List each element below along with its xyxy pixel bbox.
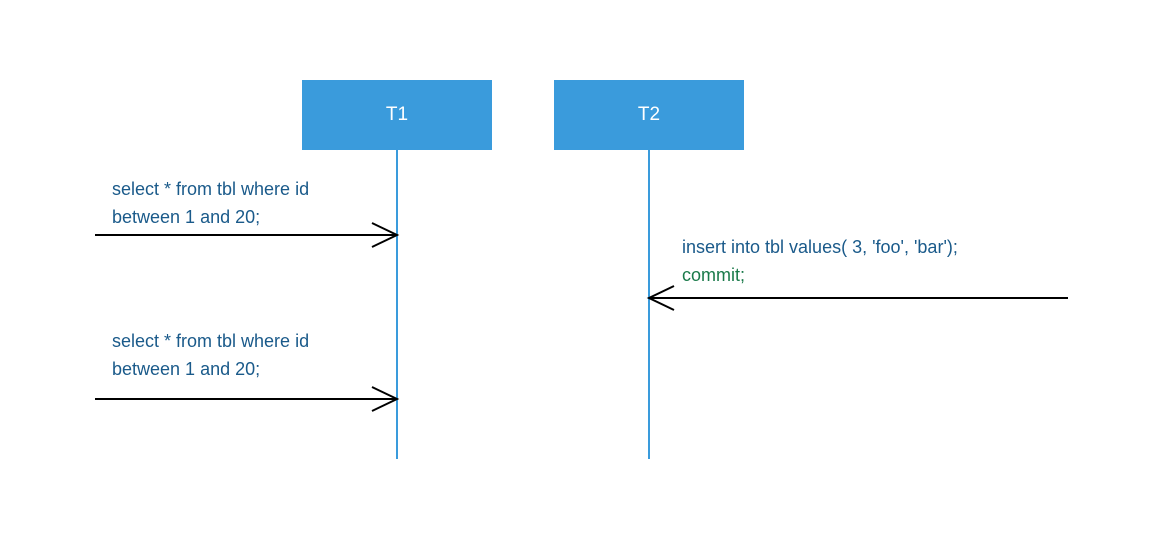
participant-t2-label: T2 — [637, 104, 661, 125]
participant-t1: T1 — [302, 80, 492, 150]
arrow-msg2 — [95, 386, 400, 412]
message-line: between 1 and 20; — [112, 207, 261, 227]
participant-t2: T2 — [554, 80, 744, 150]
message-insert-commit: insert into tbl values( 3, 'foo', 'bar')… — [682, 233, 958, 289]
message-line: between 1 and 20; — [112, 359, 261, 379]
arrow-msg3 — [646, 285, 1068, 311]
message-line: select * from tbl where id — [112, 331, 310, 351]
message-select-1: select * from tbl where id between 1 and… — [112, 175, 309, 231]
message-select-2: select * from tbl where id between 1 and… — [112, 327, 309, 383]
message-line-commit: commit; — [682, 265, 745, 285]
participant-t1-label: T1 — [385, 104, 409, 125]
message-line: select * from tbl where id — [112, 179, 310, 199]
arrow-msg1 — [95, 222, 400, 248]
message-line: insert into tbl values( 3, 'foo', 'bar')… — [682, 237, 958, 257]
